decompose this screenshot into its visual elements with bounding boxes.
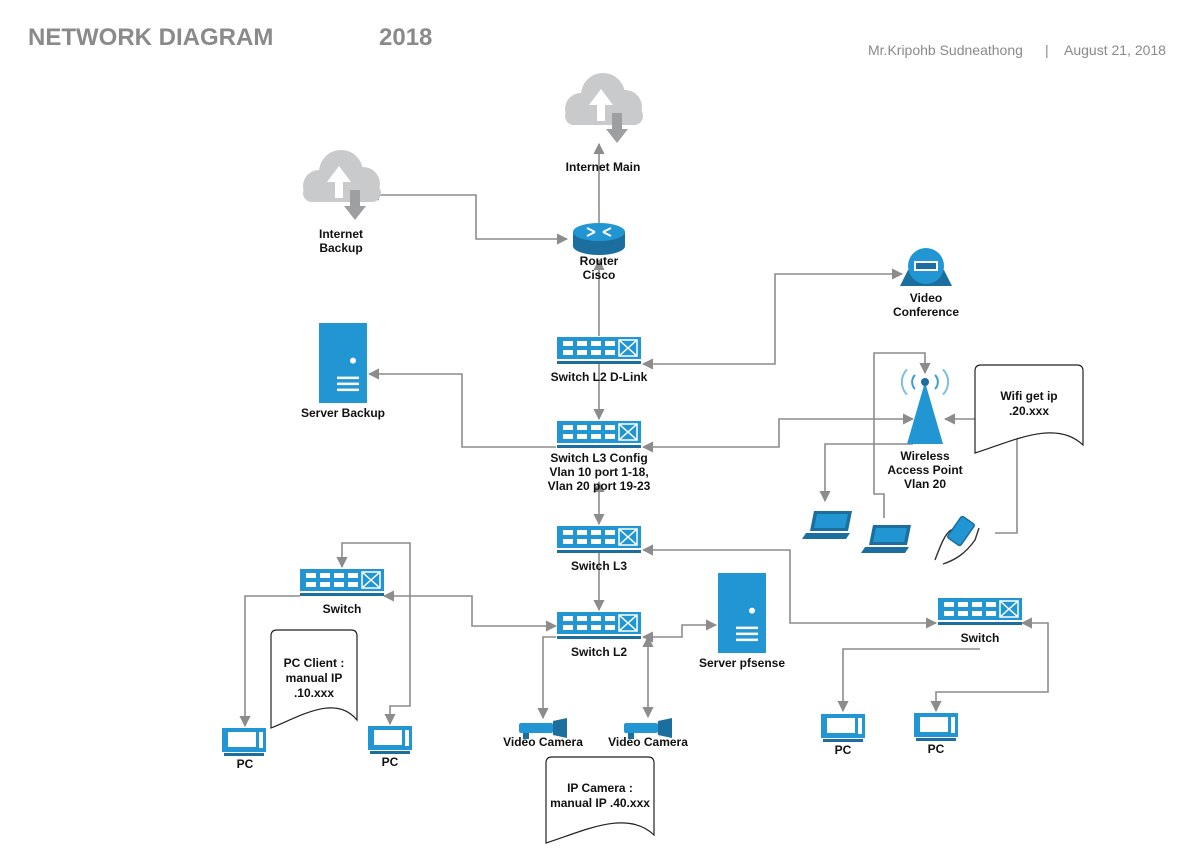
- wireless-ap-label: Wireless: [900, 449, 950, 463]
- connector-ap-laptop2: [873, 352, 931, 518]
- connector-layer: [239, 142, 1049, 728]
- pc-icon: [914, 713, 958, 741]
- diagram-date: August 21, 2018: [1064, 42, 1166, 58]
- camera-1-label: Video Camera: [503, 735, 583, 749]
- connector-ap-laptop1: [819, 443, 913, 503]
- switch-l2-label: Switch L2: [571, 645, 627, 659]
- note-ip-camera-text: manual IP .40.xxx: [550, 796, 650, 810]
- connector-right-pc1: [837, 648, 980, 713]
- connector-l2-pfsense: [641, 619, 718, 643]
- switch-l3-config-label: Switch L3 Config: [550, 451, 647, 465]
- switch-icon: [557, 526, 641, 553]
- video-conference-label: Conference: [893, 305, 959, 319]
- connector-l3-right: [641, 544, 938, 629]
- laptop-icon: [861, 525, 911, 553]
- switch-l2-dlink-label: Switch L2 D-Link: [551, 370, 648, 384]
- pc-right-2-label: PC: [928, 742, 945, 756]
- note-pc-client-text: .10.xxx: [294, 686, 334, 700]
- server-icon: [319, 323, 367, 403]
- video-camera-icon: [624, 718, 672, 739]
- pc-icon: [821, 714, 865, 742]
- connector-left-pc1: [239, 595, 300, 728]
- connector-left-loop-pc2: [336, 542, 411, 726]
- note-ip-camera: [545, 756, 655, 844]
- note-pc-client-text: manual IP: [286, 671, 343, 685]
- server-icon: [718, 573, 766, 653]
- pc-right-1-label: PC: [835, 743, 852, 757]
- pc-left-1-label: PC: [237, 757, 254, 771]
- connector-backup-l3config: [367, 368, 556, 448]
- header-separator: |: [1045, 42, 1049, 58]
- switch-l3-config-label: Vlan 20 port 19-23: [548, 479, 651, 493]
- video-conference-label: Video: [910, 291, 942, 305]
- connector-backup-router: [367, 189, 569, 245]
- server-backup-label: Server Backup: [301, 406, 385, 420]
- switch-icon: [557, 337, 641, 364]
- pc-icon: [222, 728, 266, 756]
- internet-backup-label: Backup: [319, 241, 362, 255]
- mobile-hand-icon: [934, 515, 980, 565]
- router-label: Cisco: [583, 268, 616, 282]
- note-ip-camera-text: IP Camera :: [567, 781, 633, 795]
- diagram-title: NETWORK DIAGRAM: [28, 24, 274, 51]
- pc-left-2-label: PC: [382, 755, 399, 769]
- wireless-access-point-icon: [900, 368, 950, 444]
- switch-right-label: Switch: [961, 631, 1000, 645]
- note-wifi-text: .20.xxx: [1009, 404, 1049, 418]
- switch-icon: [557, 421, 641, 448]
- author-name: Mr.Kripohb Sudneathong: [868, 42, 1023, 58]
- note-pc-client: [270, 629, 358, 729]
- internet-main-label: Internet Main: [566, 160, 641, 174]
- router-label: Router: [580, 254, 619, 268]
- switch-icon: [300, 569, 384, 596]
- router-icon: [573, 223, 625, 255]
- cloud-upload-icon: [565, 73, 643, 143]
- note-pc-client-text: PC Client :: [284, 656, 345, 670]
- connector-right-pc2: [930, 617, 1049, 713]
- connector-l2-cam1: [537, 636, 556, 720]
- note-wifi-text: Wifi get ip: [1000, 389, 1057, 403]
- laptop-icon: [802, 511, 852, 539]
- video-conference-icon: [900, 248, 952, 286]
- label-layer: Internet MainInternetBackupRouterCiscoVi…: [237, 160, 1058, 810]
- switch-icon: [557, 612, 641, 639]
- internet-backup-label: Internet: [319, 227, 363, 241]
- note-wifi: [974, 364, 1084, 454]
- diagram-year: 2018: [379, 24, 433, 51]
- wireless-ap-label: Vlan 20: [904, 477, 946, 491]
- pc-icon: [368, 726, 412, 754]
- server-pfsense-label: Server pfsense: [699, 656, 785, 670]
- icon-layer: [222, 73, 1084, 844]
- camera-2-label: Video Camera: [608, 735, 688, 749]
- switch-icon: [938, 598, 1022, 625]
- switch-l3-label: Switch L3: [571, 559, 627, 573]
- cloud-upload-icon: [303, 150, 381, 220]
- switch-l3-config-label: Vlan 10 port 1-18,: [549, 465, 648, 479]
- connector-conf-dlink: [641, 268, 904, 370]
- video-camera-icon: [519, 718, 567, 739]
- wireless-ap-label: Access Point: [887, 463, 962, 477]
- switch-left-label: Switch: [323, 602, 362, 616]
- connector-l3config-ap: [641, 413, 915, 453]
- connector-left-l2: [382, 590, 558, 632]
